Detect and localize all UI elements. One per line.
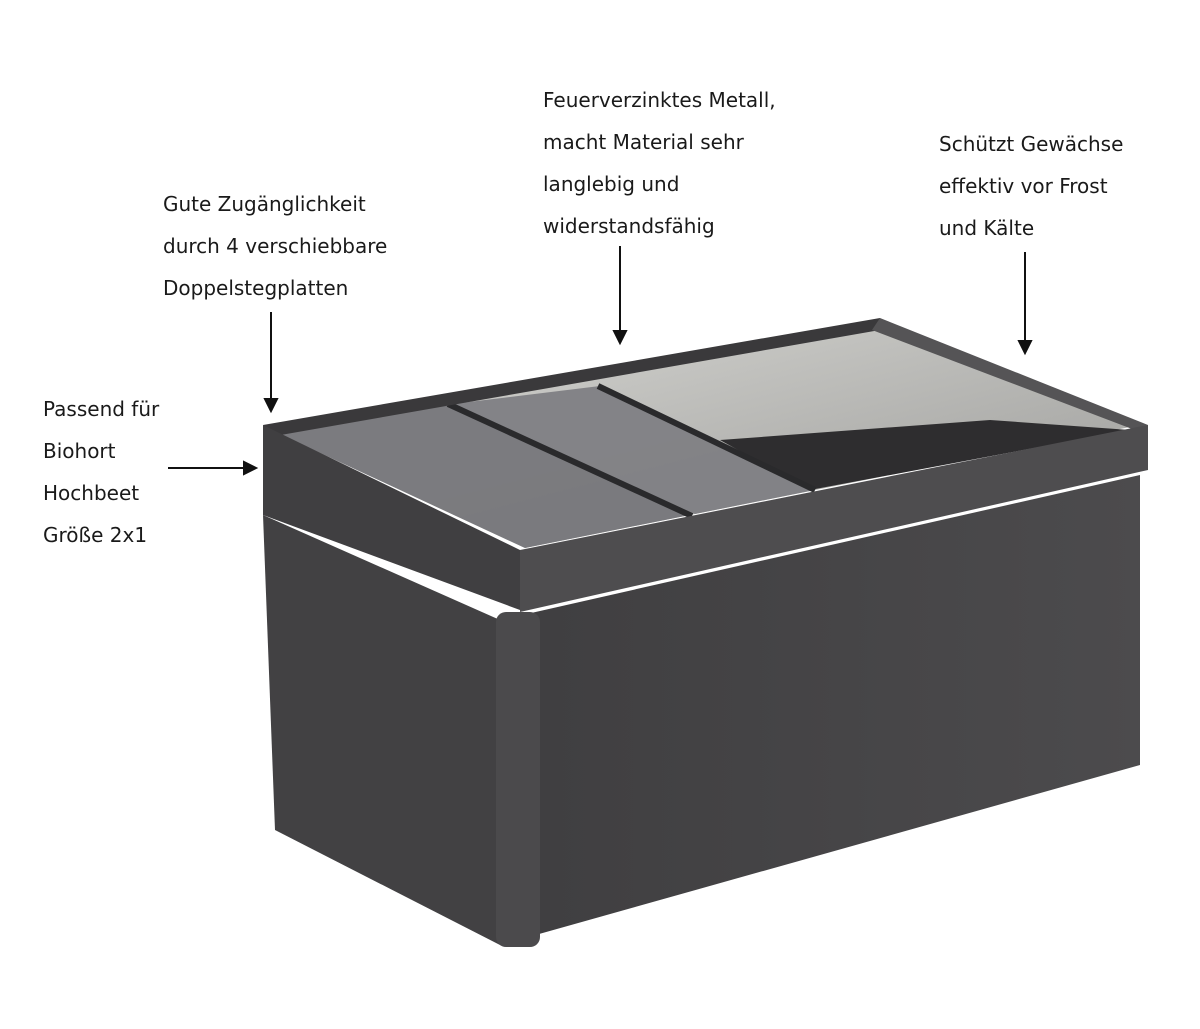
raised-bed-front-face: [500, 475, 1140, 945]
callout-line: widerstandsfähig: [543, 214, 715, 238]
lid-rim-right: [872, 318, 1148, 432]
callout-line: Passend für: [43, 397, 160, 421]
callout-line: effektiv vor Frost: [939, 174, 1108, 198]
lid-front-face: [520, 425, 1148, 612]
interior-dark: [720, 420, 1130, 490]
callout-material: Feuerverzinktes Metall, macht Material s…: [543, 79, 776, 247]
rail: [596, 383, 817, 493]
rail: [446, 401, 694, 519]
callout-line: macht Material sehr: [543, 130, 744, 154]
callout-line: Gute Zugänglichkeit: [163, 192, 366, 216]
lid-left-face: [263, 425, 520, 610]
callout-line: Schützt Gewächse: [939, 132, 1124, 156]
lid-rim-back: [263, 318, 880, 436]
polycarbonate-panel-1: [275, 405, 690, 548]
callout-line: Doppelstegplatten: [163, 276, 349, 300]
callout-line: Biohort: [43, 439, 116, 463]
callout-line: und Kälte: [939, 216, 1035, 240]
corner-post: [496, 612, 540, 947]
callout-protect: Schützt Gewächse effektiv vor Frost und …: [939, 123, 1123, 249]
callout-line: durch 4 verschiebbare: [163, 234, 388, 258]
callout-line: langlebig und: [543, 172, 680, 196]
callout-line: Feuerverzinktes Metall,: [543, 88, 776, 112]
callout-line: Hochbeet: [43, 481, 140, 505]
polycarbonate-panel-2: [452, 386, 815, 514]
arrows: [168, 246, 1033, 476]
callout-fit: Passend für Biohort Hochbeet Größe 2x1: [43, 388, 159, 556]
callout-access: Gute Zugänglichkeit durch 4 verschiebbar…: [163, 183, 387, 309]
raised-bed-left-face: [263, 515, 500, 945]
callout-line: Größe 2x1: [43, 523, 148, 547]
